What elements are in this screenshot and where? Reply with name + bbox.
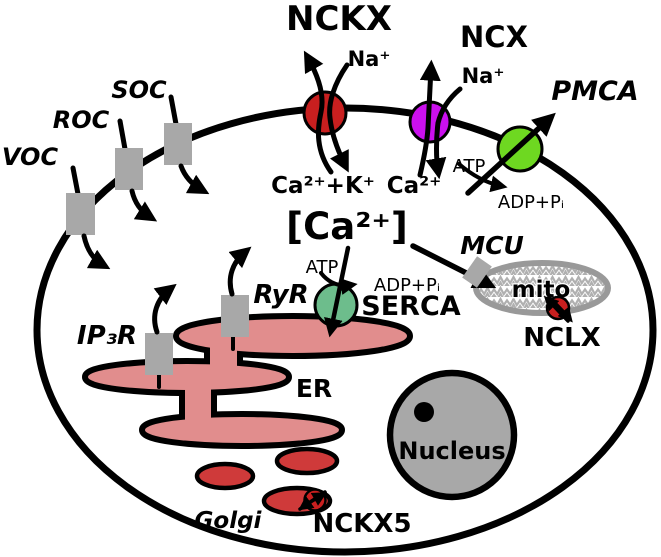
- pmca-label: PMCA: [551, 76, 638, 107]
- serca-label: SERCA: [361, 291, 460, 322]
- voc-channel-rect: [66, 193, 95, 235]
- ncx-ca-label: Ca²⁺: [387, 173, 442, 199]
- ncx-influx-arrow: [425, 86, 463, 180]
- ip3r-label: IP₃R: [77, 321, 137, 351]
- mcu-channel-rect: [462, 256, 492, 288]
- voc-channel: [66, 165, 111, 270]
- serca-uptake-arrow: [324, 245, 351, 338]
- voc-label: VOC: [2, 143, 59, 171]
- nckx-label: NCKX: [286, 0, 392, 39]
- nckx-ca-k-label: Ca²⁺+K⁺: [271, 173, 375, 199]
- ncx-transporter: [408, 59, 463, 180]
- nclx-in-arrow: [547, 295, 573, 323]
- ip3r-receptor: [145, 283, 177, 389]
- er-label: ER: [296, 374, 332, 403]
- soc-channel: [164, 94, 210, 195]
- nucleus-body: [386, 369, 518, 501]
- mito-cristae: [479, 266, 605, 310]
- ryr-channel-rect: [221, 295, 249, 337]
- ncx-na-label: Na⁺: [462, 64, 505, 88]
- pmca-pump: [457, 112, 556, 196]
- mcu-label: MCU: [460, 231, 524, 260]
- ncx-label: NCX: [460, 20, 528, 54]
- golgi-organelle: [194, 446, 340, 517]
- soc-channel-rect: [164, 123, 192, 165]
- roc-stick: [117, 118, 128, 152]
- nclx-exchanger: [543, 295, 573, 323]
- roc-label: ROC: [53, 106, 110, 134]
- serca-pump: [313, 245, 359, 338]
- serca-atp-label: ATP: [306, 257, 339, 278]
- voc-entry-arrow: [81, 233, 111, 270]
- mcu-uniporter: [410, 243, 497, 289]
- soc-entry-arrow: [178, 163, 210, 195]
- roc-channel: [115, 118, 158, 222]
- soc-label: SOC: [111, 76, 167, 104]
- voc-stick: [70, 165, 81, 197]
- ncx-efflux-arrow: [417, 59, 441, 178]
- roc-channel-rect: [115, 148, 143, 190]
- nckx5-in-arrow: [298, 490, 327, 511]
- golgi-label: Golgi: [195, 508, 263, 534]
- roc-entry-arrow: [129, 188, 158, 222]
- serca-adp-label: ADP+Pᵢ: [374, 275, 440, 296]
- serca-adp-arrow: [319, 271, 358, 295]
- ryr-release-arrow: [227, 246, 252, 297]
- nucleus-organelle: [386, 369, 518, 501]
- nckx-circle: [302, 90, 348, 136]
- nckx-efflux-arrow: [303, 50, 334, 175]
- ip3r-channel-rect: [145, 333, 173, 375]
- cytosolic-calcium-label: [Ca²⁺]: [286, 205, 408, 248]
- nckx-influx-arrow: [327, 62, 350, 173]
- soc-stick: [168, 94, 179, 127]
- pmca-atp-label: ATP: [453, 156, 486, 177]
- golgi-cisterna-left: [194, 461, 256, 491]
- ip3r-release-arrow: [152, 283, 177, 335]
- nucleolus-dot: [414, 402, 434, 422]
- nucleus-label: Nucleus: [398, 437, 505, 465]
- golgi-cisterna-top: [274, 446, 340, 476]
- ryr-label: RyR: [253, 280, 308, 310]
- ryr-receptor: [221, 246, 252, 351]
- nclx-label: NCLX: [523, 323, 600, 353]
- pmca-adp-arrow: [457, 162, 508, 193]
- pmca-adp-label: ADP+Pᵢ: [498, 192, 564, 213]
- nckx5-label: NCKX5: [312, 509, 411, 539]
- nckx-transporter: [302, 50, 350, 175]
- nckx-na-label: Na⁺: [348, 47, 391, 71]
- mitochondrion: mito: [473, 260, 611, 316]
